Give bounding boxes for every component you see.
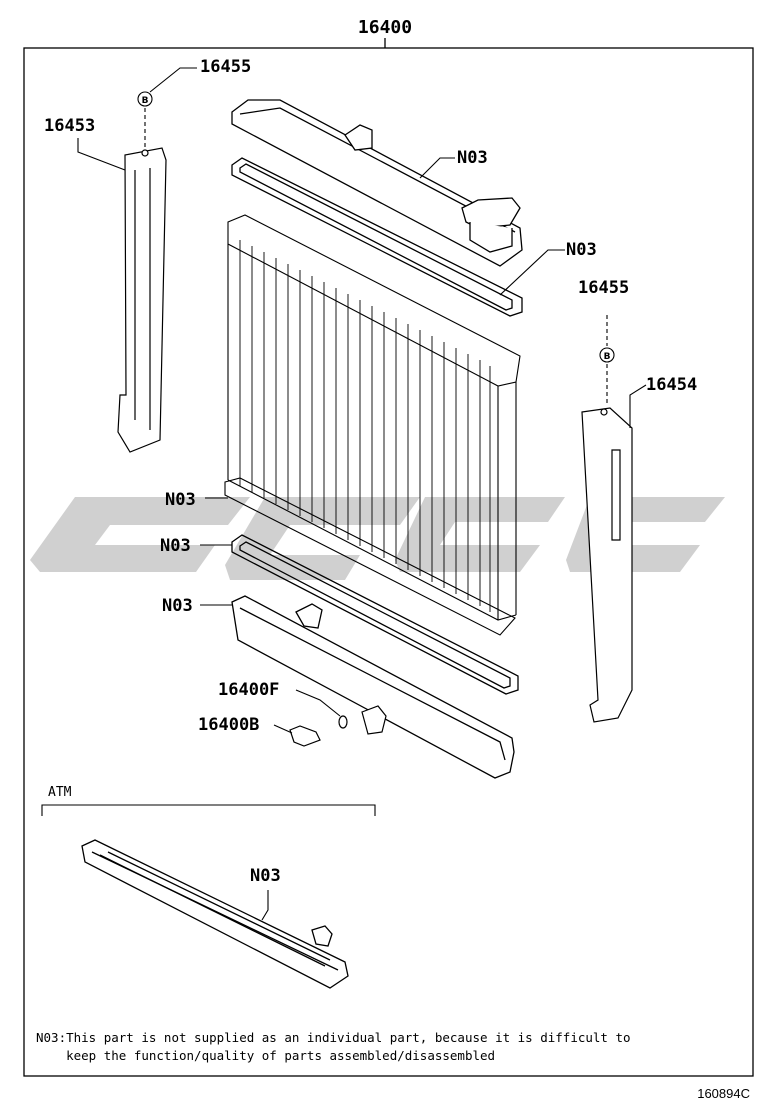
label-atm-section: ATM: [48, 785, 72, 800]
right-support: [581, 407, 633, 723]
label-upper-tank: N03: [457, 148, 488, 168]
radiator-core: [224, 214, 521, 636]
bolt-markers: [137, 91, 615, 405]
footnote: N03:This part is not supplied as an indi…: [36, 1029, 631, 1065]
label-drain-cock: 16400B: [198, 715, 259, 735]
atm-lower-tank: [81, 839, 349, 989]
leader-lines: [77, 67, 647, 921]
bolt-symbol-left: B: [142, 96, 149, 106]
upper-tank: [231, 99, 523, 267]
atm-bracket: [41, 804, 376, 816]
label-upper-gasket: N03: [566, 240, 597, 260]
upper-gasket: [231, 157, 523, 317]
lower-gasket: [231, 534, 519, 695]
left-support: [117, 147, 167, 453]
label-bolt-left: 16455: [200, 57, 251, 77]
bolt-symbol-right: B: [604, 352, 611, 362]
label-assembly: 16400: [358, 17, 412, 38]
footnote-line-1: N03:This part is not supplied as an indi…: [36, 1030, 631, 1045]
figure-number: 160894C: [697, 1086, 750, 1101]
footnote-line-2: keep the function/quality of parts assem…: [36, 1048, 496, 1063]
label-support-right: 16454: [646, 375, 697, 395]
label-atm-tank: N03: [250, 866, 281, 886]
drain-cock: [289, 705, 387, 747]
label-lower-tank: N03: [162, 596, 193, 616]
label-drain-gasket: 16400F: [218, 680, 279, 700]
label-bolt-right: 16455: [578, 278, 629, 298]
assembly-bracket: [23, 38, 754, 1077]
label-support-left: 16453: [44, 116, 95, 136]
label-lower-gasket: N03: [160, 536, 191, 556]
lower-tank: [231, 595, 515, 779]
label-core: N03: [165, 490, 196, 510]
